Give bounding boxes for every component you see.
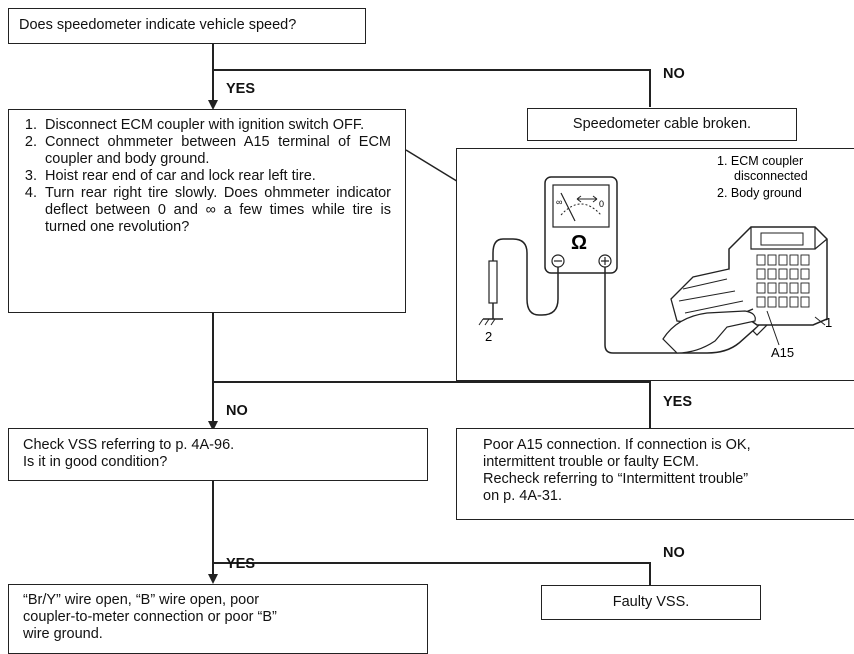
label-1: 1 (825, 315, 832, 330)
legend-item: 2. Body ground (717, 186, 802, 200)
test-step: Connect ohmmeter between A15 terminal of… (41, 134, 391, 168)
faulty-vss-box: Faulty VSS. (541, 585, 761, 620)
vss-check-box: Check VSS referring to p. 4A-96. Is it i… (8, 428, 428, 481)
legend-item: disconnected (734, 169, 808, 183)
test-step: Disconnect ECM coupler with ignition swi… (41, 117, 391, 134)
poor-connection-line: on p. 4A-31. (483, 488, 562, 504)
ohmmeter: ∞ 0 Ω (544, 176, 618, 274)
negative-lead (492, 238, 559, 316)
poor-connection-line: Poor A15 connection. If connection is OK… (483, 437, 751, 453)
label-a15: A15 (771, 345, 794, 360)
connector (649, 381, 651, 429)
arrow-down (208, 100, 218, 110)
test-step: Hoist rear end of car and lock rear left… (41, 168, 391, 185)
speedometer-result-box: Speedometer cable broken. (527, 108, 797, 141)
branch-no-2: NO (226, 403, 248, 419)
connector (212, 69, 651, 71)
faulty-vss-text: Faulty VSS. (612, 594, 690, 610)
connector (649, 562, 651, 585)
speedometer-result-text: Speedometer cable broken. (572, 116, 752, 132)
wire-result-line: “Br/Y” wire open, “B” wire open, poor (23, 592, 260, 608)
test-steps-list: Disconnect ECM coupler with ignition swi… (19, 117, 391, 236)
ohm-symbol: Ω (571, 232, 587, 254)
figure-svg: 1. ECM coupler disconnected 2. Body grou… (478, 154, 832, 360)
positive-lead (604, 267, 758, 354)
hand (662, 310, 756, 354)
ohmmeter-figure: 1. ECM coupler disconnected 2. Body grou… (456, 148, 854, 381)
arrow-down (208, 574, 218, 584)
label-2: 2 (485, 329, 492, 344)
connector (212, 562, 651, 564)
connector (649, 69, 651, 107)
test-steps-box: Disconnect ECM coupler with ignition swi… (8, 109, 406, 313)
poor-connection-box: Poor A15 connection. If connection is OK… (456, 428, 854, 520)
arrow-down (208, 421, 218, 431)
legend-item: 1. ECM coupler (717, 154, 803, 168)
branch-no-3: NO (663, 545, 685, 561)
branch-yes-1: YES (226, 81, 256, 97)
test-step: Turn rear right tire slowly. Does ohmmet… (41, 185, 391, 236)
poor-connection-line: intermittent trouble or faulty ECM. (483, 454, 699, 470)
connector (212, 381, 651, 383)
poor-connection-line: Recheck referring to “Intermittent troub… (483, 471, 749, 487)
scale-inf: ∞ (556, 197, 562, 207)
vss-check-line: Is it in good condition? (23, 454, 168, 470)
ground-probe (488, 260, 498, 304)
branch-no-1: NO (663, 66, 685, 82)
branch-yes-3: YES (226, 556, 256, 572)
connector (212, 481, 214, 575)
connector (212, 44, 214, 70)
branch-yes-2: YES (663, 394, 693, 410)
vss-check-line: Check VSS referring to p. 4A-96. (23, 437, 235, 453)
wire-result-box: “Br/Y” wire open, “B” wire open, poor co… (8, 584, 428, 654)
start-question-box: Does speedometer indicate vehicle speed? (8, 8, 366, 44)
start-question-text: Does speedometer indicate vehicle speed? (19, 17, 297, 33)
connector (212, 69, 214, 102)
wire-result-line: wire ground. (23, 626, 103, 642)
wire-result-line: coupler-to-meter connection or poor “B” (23, 609, 277, 625)
scale-zero: 0 (599, 199, 604, 209)
connector (212, 313, 214, 423)
